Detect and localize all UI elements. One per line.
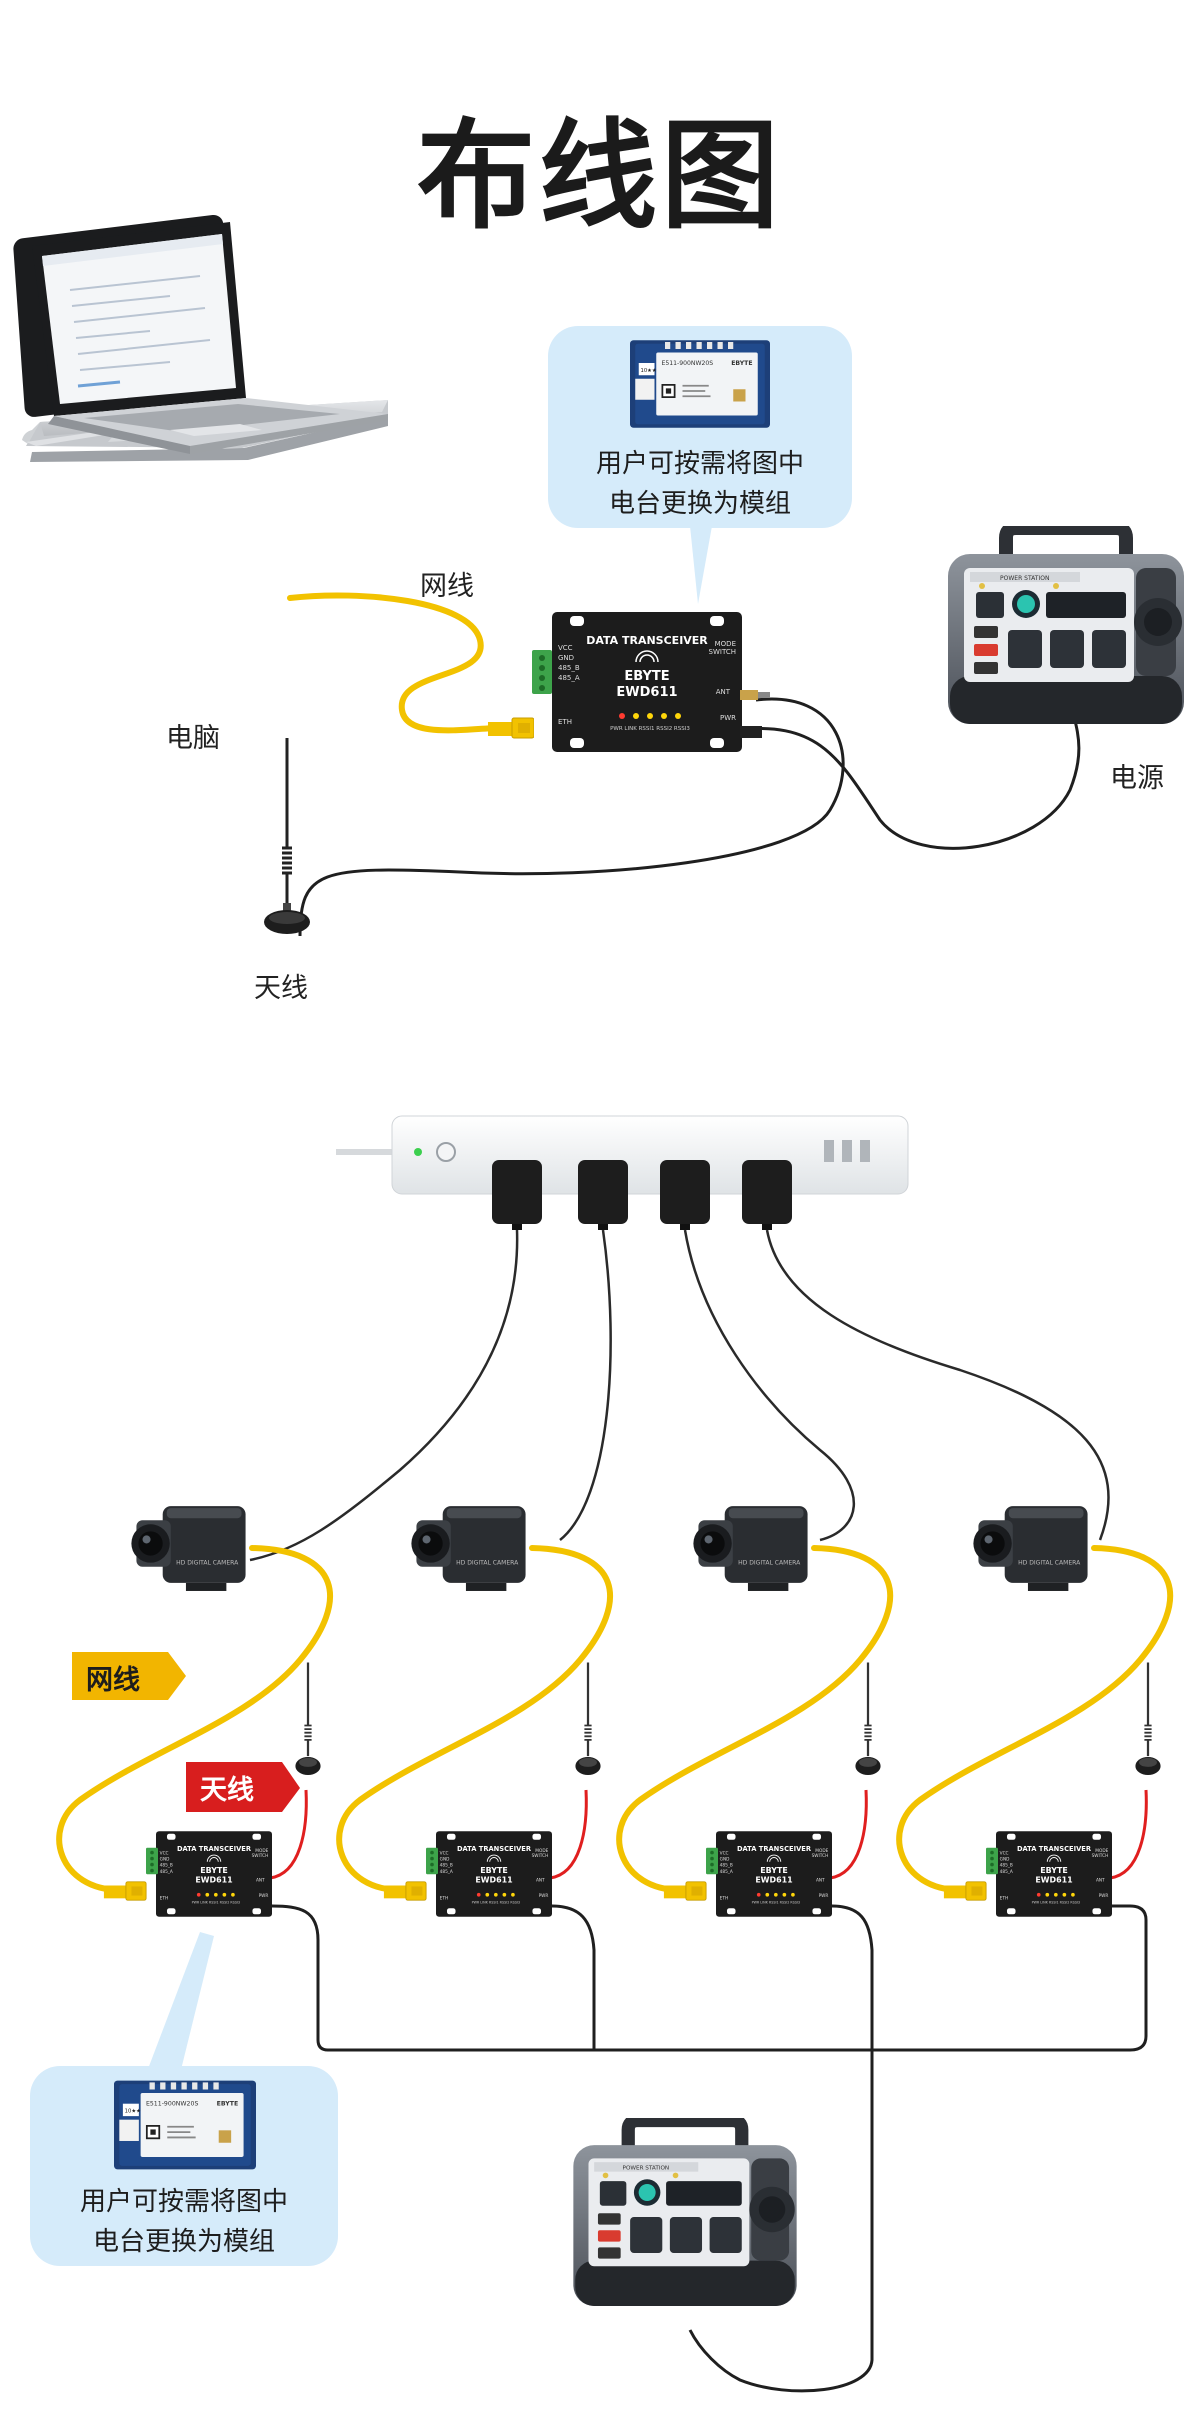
top-power-cable	[735, 689, 1081, 850]
top-power-station-icon	[948, 528, 1184, 724]
bottom-ethernet-cables	[56, 1545, 1174, 1893]
top-rj45-connector	[488, 717, 534, 739]
top-bubble-line2: 电台更换为模组	[608, 489, 791, 519]
tag-antenna: 天线	[200, 1775, 254, 1806]
tag-cable: 网线	[86, 1665, 140, 1696]
top-antenna-cable	[298, 697, 845, 937]
label-antenna: 天线	[254, 973, 308, 1004]
bottom-bubble-line1: 用户可按需将图中	[79, 2187, 288, 2217]
page-title: 布线图	[416, 107, 783, 245]
top-radio-device	[532, 612, 770, 752]
bottom-power-bus	[271, 1904, 1148, 2393]
bottom-bubble-line2: 电台更换为模组	[92, 2227, 275, 2257]
laptop-base-icon	[48, 398, 388, 454]
label-power: 电源	[1110, 763, 1164, 794]
red-antenna-leads	[269, 1789, 1148, 1880]
top-bubble-line1: 用户可按需将图中	[595, 449, 804, 479]
bottom-power-station-icon	[573, 2121, 796, 2306]
label-cable: 网线	[420, 571, 474, 602]
adapter-power-cables	[249, 1229, 1110, 1562]
laptop-screen-icon	[32, 222, 246, 416]
tag-antenna-shape	[186, 1762, 300, 1812]
top-ethernet-cable	[287, 592, 503, 734]
tag-cable-shape	[72, 1652, 186, 1700]
top-module-image	[630, 340, 770, 428]
label-pc: 电脑	[166, 723, 220, 754]
top-bubble-text: 用户可按需将图中 电台更换为模组	[548, 444, 852, 524]
bottom-bubble-text: 用户可按需将图中 电台更换为模组	[30, 2182, 338, 2262]
bottom-radio-devices	[103, 1830, 1112, 1918]
bottom-module-image	[114, 2080, 256, 2170]
